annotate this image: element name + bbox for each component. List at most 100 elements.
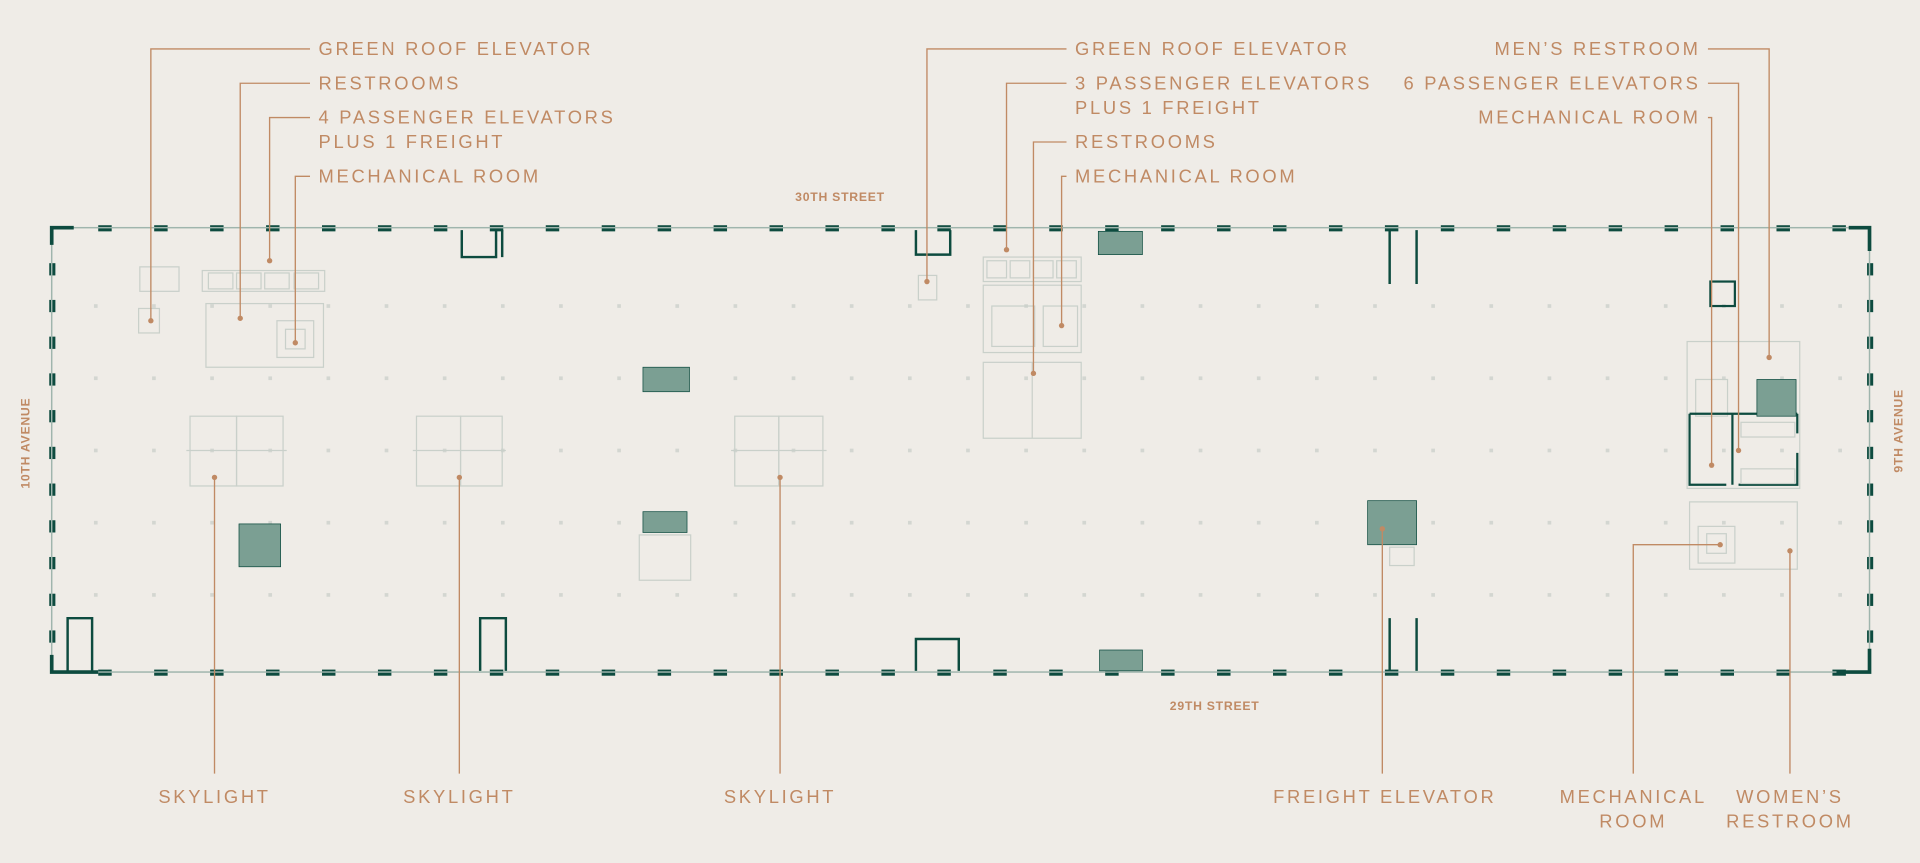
column-marker (1722, 593, 1726, 597)
svg-text:RESTROOM: RESTROOM (1726, 811, 1854, 832)
column-marker (1082, 304, 1087, 308)
svg-text:MECHANICAL ROOM: MECHANICAL ROOM (319, 165, 541, 186)
column-marker (152, 520, 156, 525)
shaft-fill (238, 523, 281, 568)
svg-text:GREEN ROOF ELEVATOR: GREEN ROOF ELEVATOR (1075, 38, 1350, 59)
column-marker (1373, 376, 1377, 381)
column-marker (1140, 520, 1145, 525)
freight-elevator-fill (1367, 500, 1417, 546)
column-marker (1198, 520, 1203, 525)
column-marker (1314, 304, 1319, 308)
column-marker (617, 448, 621, 453)
column-marker (1373, 448, 1377, 453)
column-marker (93, 593, 98, 597)
column-marker (268, 376, 273, 381)
column-marker (1489, 520, 1494, 525)
column-marker (326, 520, 331, 525)
column-marker (559, 376, 563, 381)
column-marker (1082, 376, 1087, 381)
callout-mechanical-room-center: MECHANICAL ROOM (1058, 165, 1295, 329)
building-corner-walls (49, 225, 1872, 674)
column-marker (210, 304, 214, 308)
column-marker (1838, 376, 1842, 381)
column-marker (791, 304, 796, 308)
column-marker (1722, 376, 1726, 381)
callout-passenger-elevators-east: 6 PASSENGER ELEVATORS (1404, 72, 1742, 454)
column-marker (1024, 376, 1028, 381)
core-west (138, 266, 326, 368)
column-marker (559, 520, 563, 525)
column-marker (442, 593, 447, 597)
column-marker (1547, 304, 1552, 308)
column-marker (966, 448, 970, 453)
shaft-fill (642, 366, 690, 393)
column-marker (849, 448, 854, 453)
column-marker (1663, 376, 1668, 381)
svg-text:SKYLIGHT: SKYLIGHT (158, 786, 270, 807)
svg-text:4 PASSENGER ELEVATORS: 4 PASSENGER ELEVATORS (319, 107, 616, 128)
column-marker (1605, 376, 1610, 381)
column-marker (849, 376, 854, 381)
column-marker (1256, 376, 1261, 381)
column-marker (907, 520, 912, 525)
column-marker (849, 520, 854, 525)
shaft-outline (638, 534, 692, 581)
column-marker (1198, 448, 1203, 453)
column-marker (268, 304, 273, 308)
column-marker (907, 593, 912, 597)
column-marker (152, 593, 156, 597)
column-marker (617, 520, 621, 525)
column-marker (1431, 593, 1435, 597)
column-marker (1722, 520, 1726, 525)
stair-cores (66, 230, 1418, 671)
svg-text:SKYLIGHT: SKYLIGHT (403, 786, 515, 807)
core-east-walls (1688, 280, 1799, 486)
column-marker (500, 304, 505, 308)
skylight (731, 415, 827, 487)
column-marker (1373, 593, 1377, 597)
column-marker (500, 376, 505, 381)
column-marker (1663, 593, 1668, 597)
column-marker (1024, 448, 1028, 453)
freight-elevator-car (1389, 546, 1415, 567)
column-marker (384, 520, 389, 525)
column-marker (1780, 593, 1784, 597)
column-marker (1838, 448, 1842, 453)
column-marker (442, 376, 447, 381)
column-marker (1431, 304, 1435, 308)
column-marker (1838, 304, 1842, 308)
column-marker (966, 593, 970, 597)
callout-mechanical-room-east: MECHANICAL ROOM (1478, 107, 1715, 468)
column-marker (1431, 376, 1435, 381)
column-marker (1547, 520, 1552, 525)
column-marker (268, 593, 273, 597)
exterior-piers (49, 225, 1874, 676)
core-center (917, 256, 1082, 439)
column-marker (152, 376, 156, 381)
column-marker (1314, 520, 1319, 525)
column-marker (617, 376, 621, 381)
svg-text:FREIGHT ELEVATOR: FREIGHT ELEVATOR (1273, 786, 1496, 807)
column-marker (733, 304, 738, 308)
svg-text:RESTROOMS: RESTROOMS (1075, 131, 1218, 152)
column-marker (1489, 448, 1494, 453)
callout-skylight-1: SKYLIGHT (158, 474, 270, 807)
street-label-north: 30TH STREET (795, 190, 885, 204)
column-marker (1722, 448, 1726, 453)
column-marker (1489, 593, 1494, 597)
column-marker (1780, 520, 1784, 525)
column-marker (617, 593, 621, 597)
column-marker (210, 593, 214, 597)
column-marker (1140, 376, 1145, 381)
column-marker (791, 593, 796, 597)
callout-skylight-3: SKYLIGHT (724, 474, 834, 807)
column-marker (1489, 304, 1494, 308)
column-marker (1547, 376, 1552, 381)
column-marker (326, 448, 331, 453)
column-marker (1838, 520, 1842, 525)
skylight (186, 415, 287, 487)
column-marker (1838, 593, 1842, 597)
skylight (412, 415, 506, 487)
svg-text:MEN’S RESTROOM: MEN’S RESTROOM (1495, 38, 1701, 59)
column-marker (326, 304, 331, 308)
